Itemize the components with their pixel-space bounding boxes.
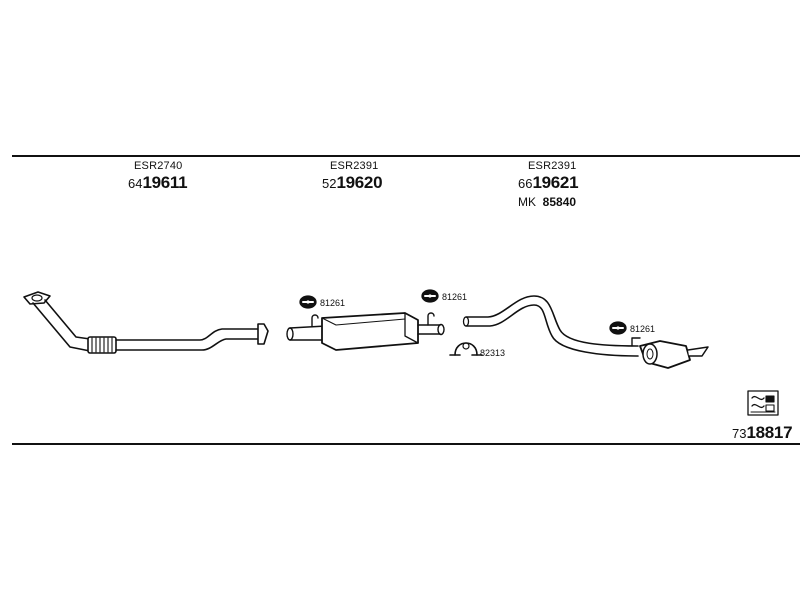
rear-pipe xyxy=(462,295,641,357)
front-pipe xyxy=(23,291,269,354)
ref-code: ESR2391 xyxy=(528,160,577,172)
hanger-rubber-icon xyxy=(609,321,627,335)
ref-code: ESR2391 xyxy=(330,160,379,172)
rear-silencer xyxy=(639,340,709,369)
top-rule xyxy=(12,155,800,157)
fitting-instructions-icon xyxy=(747,390,779,416)
hanger-callout-3: 81261 xyxy=(630,324,655,334)
middle-silencer xyxy=(286,312,445,351)
bottom-rule xyxy=(12,443,800,445)
section-rear-silencer: ESR2391 6619621 MK 85840 xyxy=(518,160,579,209)
part-number: 5219620 xyxy=(322,173,383,192)
section-front-pipe: ESR2740 6419611 xyxy=(128,160,188,193)
hanger-rubber-icon xyxy=(421,289,439,303)
catalog-number: 7318817 xyxy=(732,423,793,442)
hanger-callout-2: 81261 xyxy=(442,292,467,302)
hanger-rubber-icon xyxy=(299,295,317,309)
part-number: 6419611 xyxy=(128,173,188,192)
pipe-clamp xyxy=(449,342,483,356)
hanger-callout-1: 81261 xyxy=(320,298,345,308)
part-number: 6619621 xyxy=(518,173,579,192)
section-middle-silencer: ESR2391 5219620 xyxy=(322,160,383,193)
clamp-callout: 82313 xyxy=(480,348,505,358)
mounting-kit-number: MK 85840 xyxy=(518,195,577,209)
ref-code: ESR2740 xyxy=(134,160,183,172)
